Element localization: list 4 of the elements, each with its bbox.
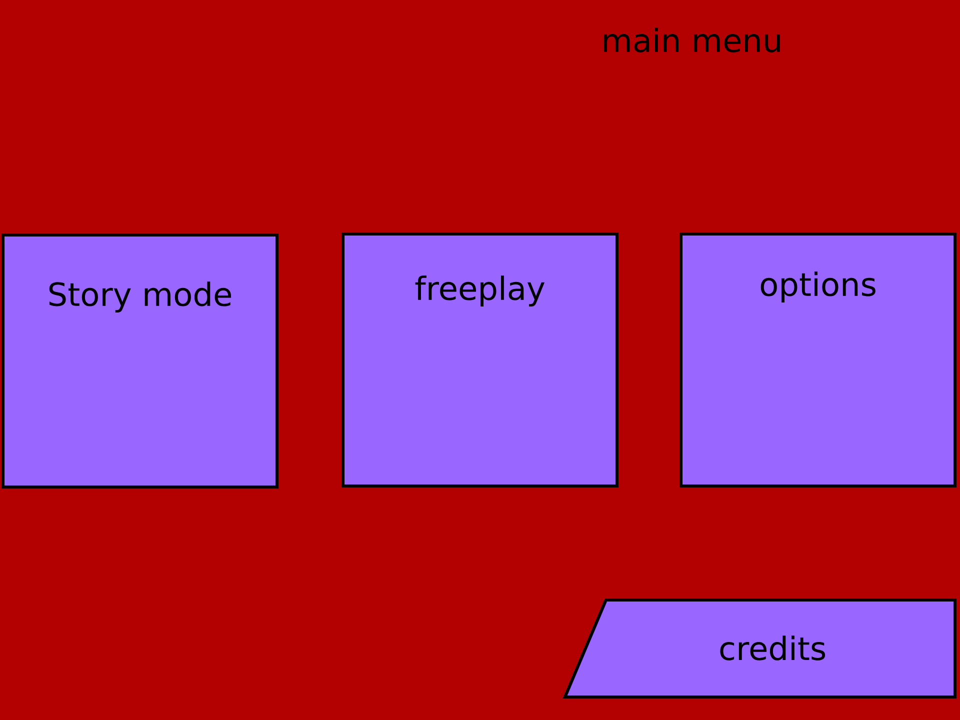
menu-box: freeplay: [342, 232, 618, 488]
menu-box: Story mode: [2, 234, 278, 488]
menu-box: options: [680, 232, 957, 488]
title: main menu: [604, 28, 780, 52]
